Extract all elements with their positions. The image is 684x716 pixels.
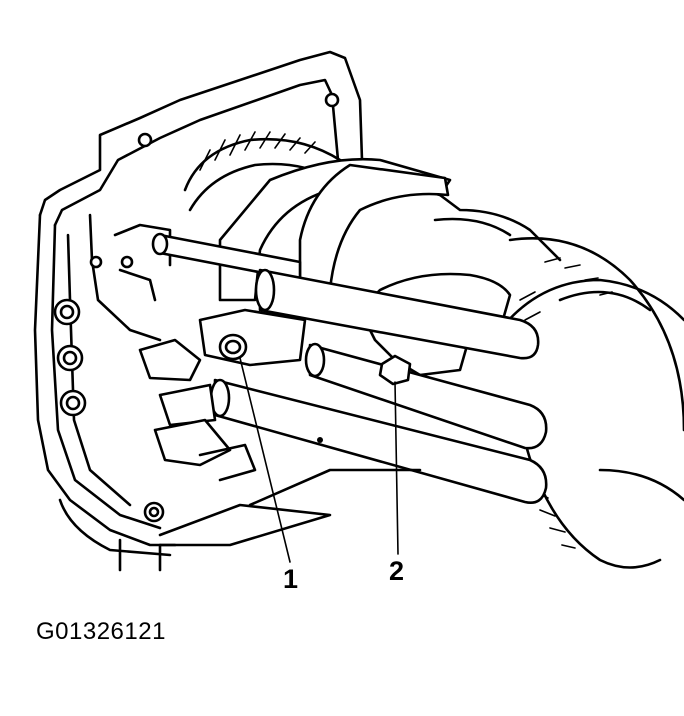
shift-rods: [151, 232, 548, 504]
lower-bracket: [58, 468, 422, 572]
callout-label-1: 1: [283, 564, 299, 594]
callout-label-2: 2: [389, 556, 405, 586]
case-bolts: [53, 298, 87, 417]
leader-lines: [239, 357, 399, 563]
figure-code: G01326121: [36, 618, 166, 645]
shift-fork-hood: [218, 157, 562, 302]
part-2-block: [378, 354, 412, 386]
part-1-pin: [218, 333, 248, 361]
right-gear: [498, 237, 684, 569]
transmission-case: [33, 50, 364, 547]
